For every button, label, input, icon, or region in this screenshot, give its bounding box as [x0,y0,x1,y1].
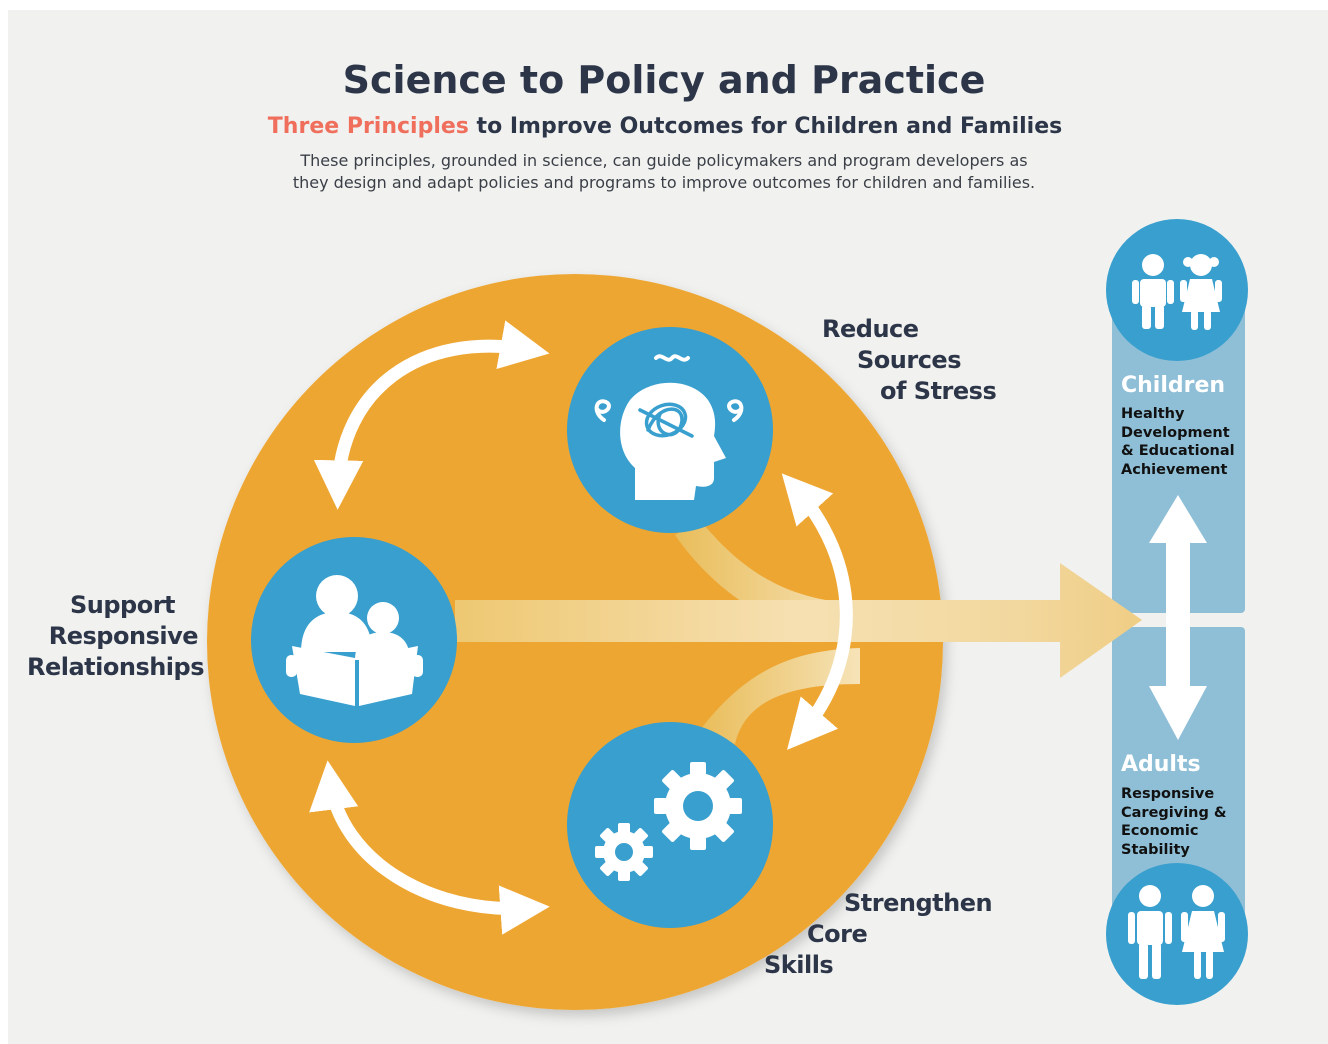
adults-line-1: Responsive [1121,786,1215,802]
adults-circle [1106,863,1248,1005]
subtitle-rest: to Improve Outcomes for Children and Fam… [468,114,1063,139]
cycle-arrow-right [781,473,853,750]
label-stress-line-3: of Stress [880,377,997,405]
label-relationships-line-2: Responsive [48,622,199,650]
stressed-head-icon [594,354,744,500]
intro-text: These principles, grounded in science, c… [214,150,1114,194]
children-icon [1132,254,1222,330]
adults-description: Responsive Caregiving & Economic Stabili… [1121,785,1227,859]
intro-line-1: These principles, grounded in science, c… [300,151,1028,170]
page-title: Science to Policy and Practice [342,58,986,102]
children-title: Children [1121,373,1226,398]
children-description: Healthy Development & Educational Achiev… [1121,405,1235,479]
subtitle-highlight: Three Principles [267,114,469,139]
label-skills: Strengthen Core Skills [764,888,993,981]
intro-line-2: they design and adapt policies and progr… [292,173,1036,192]
outcomes-panel [1112,285,1245,942]
adults-line-2: Caregiving & [1121,804,1227,821]
gears-icon [595,762,742,881]
label-skills-line-1: Strengthen [844,889,993,917]
label-stress: Reduce Sources of Stress [822,314,997,407]
label-stress-line-1: Reduce [822,315,919,343]
cycle-arrow-top [313,320,550,510]
children-panel [1112,285,1245,613]
vertical-double-arrow [1149,495,1207,740]
children-line-4: Achievement [1121,461,1228,478]
label-relationships-line-1: Support [69,591,176,619]
children-line-2: Development [1121,424,1230,441]
children-circle [1106,219,1248,361]
adults-line-3: Economic [1121,823,1199,839]
reading-together-icon [286,575,423,706]
children-line-1: Healthy [1121,406,1185,422]
page-subtitle: Three Principles to Improve Outcomes for… [0,114,1328,139]
adults-panel [1112,627,1245,942]
children-line-3: & Educational [1121,443,1235,459]
adults-line-4: Stability [1121,841,1190,858]
adults-icon [1128,885,1225,979]
label-relationships-line-3: Relationships [26,653,205,681]
label-skills-line-3: Skills [764,951,834,979]
cycle-arrow-bottom [309,760,550,935]
adults-title: Adults [1121,752,1201,777]
label-skills-line-2: Core [807,920,868,948]
label-stress-line-2: Sources [857,346,961,374]
label-relationships: Support Responsive Relationships [0,590,205,683]
